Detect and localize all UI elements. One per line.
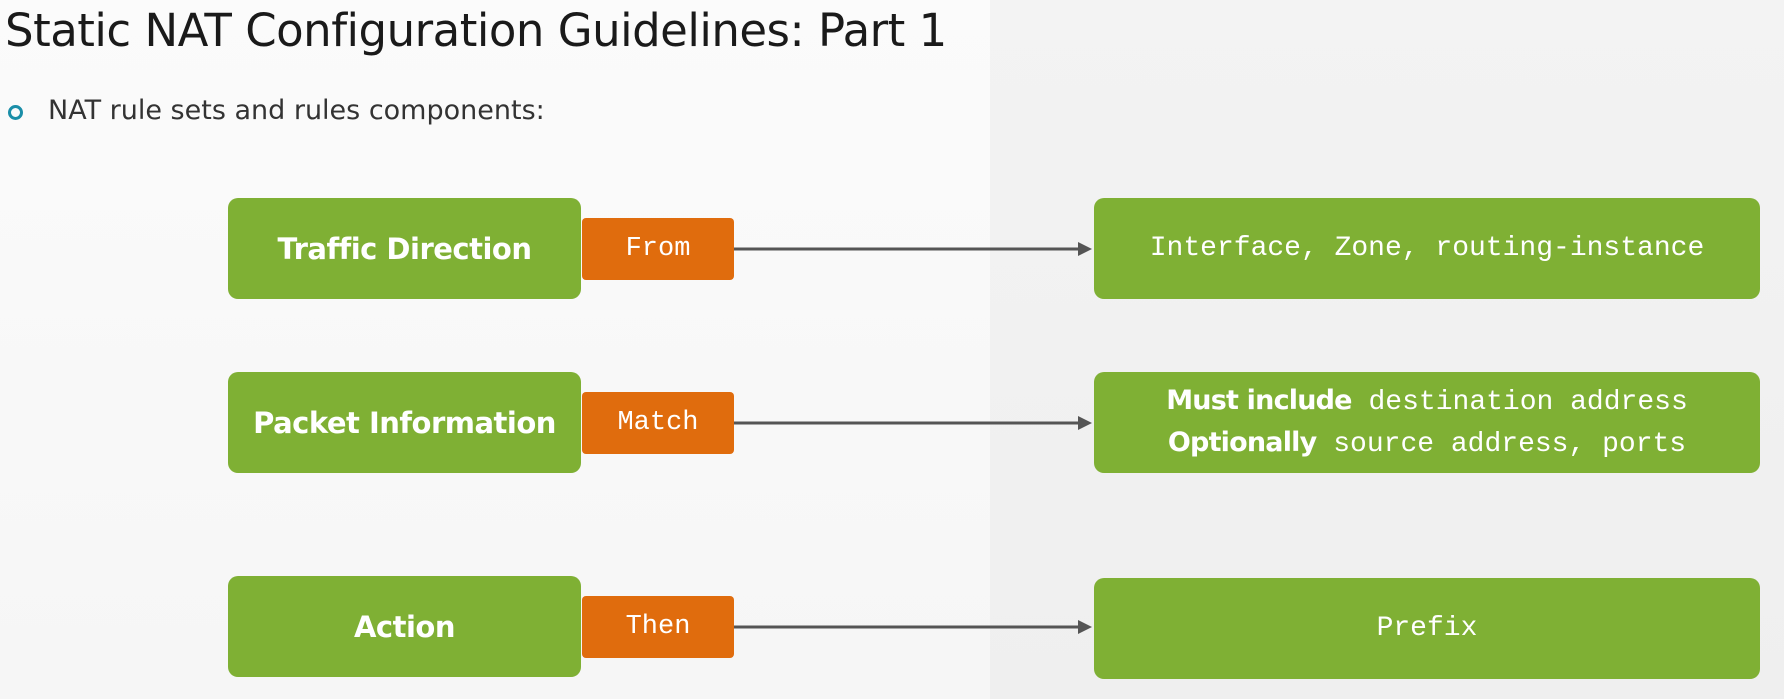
- detail-box-packet-information: Must include destination address Optiona…: [1094, 372, 1760, 473]
- detail-line-required: Must include destination address: [1166, 381, 1688, 423]
- arrow-right-icon: [734, 416, 1092, 430]
- keyword-box-then: Then: [582, 596, 734, 658]
- detail-box-action: Prefix: [1094, 578, 1760, 679]
- keyword-label: Match: [617, 408, 699, 438]
- detail-required-label: Must include: [1166, 384, 1352, 416]
- bullet-item: NAT rule sets and rules components:: [8, 92, 545, 128]
- keyword-label: Then: [625, 612, 691, 642]
- arrow-right-icon: [734, 242, 1092, 256]
- detail-optional-label: Optionally: [1167, 426, 1317, 458]
- bullet-circle-icon: [8, 104, 23, 120]
- component-box-action: Action: [228, 576, 581, 677]
- component-label: Traffic Direction: [277, 231, 532, 266]
- component-box-traffic-direction: Traffic Direction: [228, 198, 581, 299]
- keyword-box-from: From: [582, 218, 734, 280]
- keyword-label: From: [625, 234, 691, 264]
- detail-text: Prefix: [1376, 612, 1478, 644]
- detail-box-traffic-direction: Interface, Zone, routing-instance: [1094, 198, 1760, 299]
- component-box-packet-information: Packet Information: [228, 372, 581, 473]
- detail-line-optional: Optionally source address, ports: [1168, 423, 1686, 465]
- component-label: Action: [353, 609, 456, 644]
- slide-title: Static NAT Configuration Guidelines: Par…: [5, 4, 947, 57]
- component-label: Packet Information: [253, 405, 556, 440]
- keyword-box-match: Match: [582, 392, 734, 454]
- detail-text: Interface, Zone, routing-instance: [1149, 232, 1705, 264]
- detail-required-value: destination address: [1368, 386, 1688, 418]
- arrow-right-icon: [734, 620, 1092, 634]
- detail-optional-value: source address, ports: [1333, 428, 1687, 460]
- bullet-text: NAT rule sets and rules components:: [48, 94, 545, 126]
